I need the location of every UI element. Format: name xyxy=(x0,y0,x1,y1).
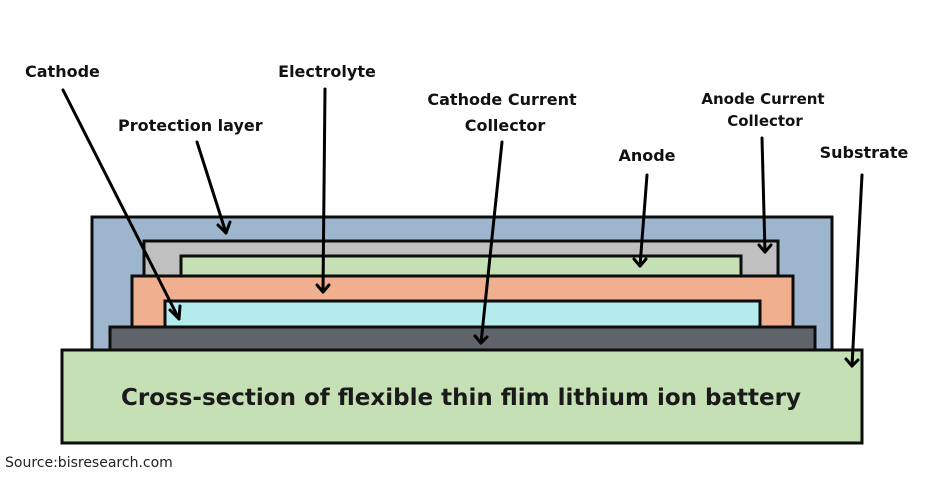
label-cathode: Cathode xyxy=(25,62,100,81)
label-substrate: Substrate xyxy=(820,143,909,162)
cathode-layer xyxy=(163,299,762,330)
substrate-layer xyxy=(60,348,864,445)
label-cathode-current-collector-line2: Collector xyxy=(465,116,546,135)
label-protection-layer: Protection layer xyxy=(118,116,263,135)
cathode-current-collector-layer xyxy=(108,325,817,353)
label-anode-current-collector-line2: Collector xyxy=(727,112,803,130)
arrow-cathode-current-collector xyxy=(473,140,504,345)
source-credit: Source:bisresearch.com xyxy=(5,455,173,471)
label-cathode-current-collector-line1: Cathode Current xyxy=(427,90,577,109)
label-anode-current-collector-line1: Anode Current xyxy=(701,90,824,108)
arrow-electrolyte xyxy=(315,87,331,294)
label-anode: Anode xyxy=(618,146,675,165)
diagram-title: Cross-section of flexible thin flim lith… xyxy=(121,385,801,411)
arrow-substrate xyxy=(844,173,864,368)
arrow-anode-current-collector xyxy=(757,136,773,254)
label-electrolyte: Electrolyte xyxy=(278,62,376,81)
arrow-cathode xyxy=(61,88,182,321)
arrow-protection-layer xyxy=(195,140,232,235)
arrow-anode xyxy=(632,173,649,268)
anode-layer xyxy=(179,254,743,278)
